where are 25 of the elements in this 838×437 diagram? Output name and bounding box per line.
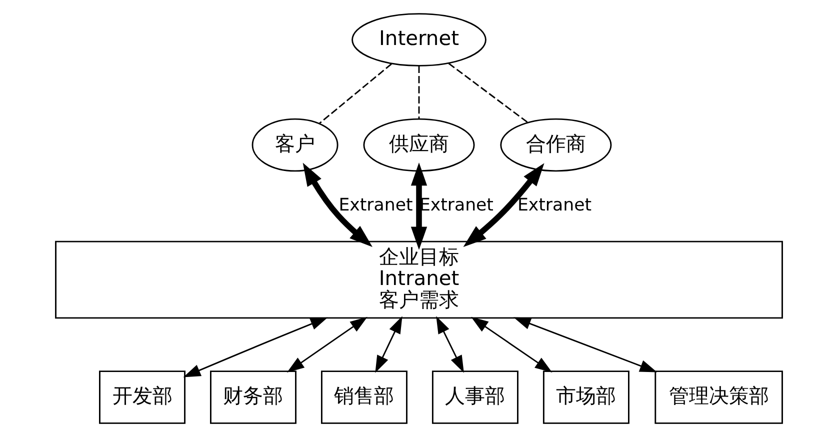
arrow	[375, 316, 402, 373]
arrow	[183, 317, 328, 378]
arrow	[513, 317, 658, 372]
arrow	[471, 316, 552, 372]
arrow	[302, 162, 372, 247]
node-ellipse: 供应商	[363, 118, 475, 172]
node-box: 企业目标 Intranet 客户需求	[55, 240, 783, 319]
edge-label: Extranet	[518, 196, 592, 216]
arrow	[436, 316, 464, 373]
connector	[448, 62, 528, 123]
node-box: 销售部	[320, 370, 408, 424]
edge-label: Extranet	[338, 196, 413, 216]
connector	[418, 66, 420, 119]
connector	[318, 63, 392, 124]
node-box: 市场部	[542, 370, 630, 424]
node-box: 开发部	[99, 370, 186, 424]
arrow	[410, 162, 428, 250]
node-ellipse: Internet	[352, 13, 486, 66]
node-box: 管理决策部	[654, 370, 783, 424]
node-ellipse: 合作商	[500, 118, 612, 172]
node-ellipse: 客户	[252, 118, 338, 172]
arrow	[286, 316, 368, 373]
node-box: 人事部	[432, 370, 518, 424]
arrow	[463, 163, 544, 248]
node-box: 财务部	[210, 370, 296, 424]
